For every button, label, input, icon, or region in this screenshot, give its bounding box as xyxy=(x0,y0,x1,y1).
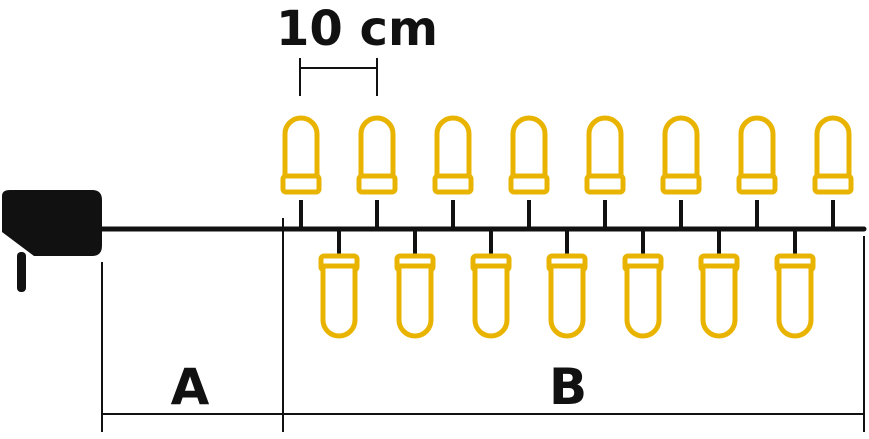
section-a-label: A xyxy=(171,358,210,416)
bulb-bottom-icon xyxy=(622,253,664,339)
bulb-top-icon xyxy=(812,115,854,195)
bulb-top-icon xyxy=(584,115,626,195)
bulb-top-icon xyxy=(356,115,398,195)
bulb-bottom-icon xyxy=(318,253,360,339)
section-dimensions: A B xyxy=(101,218,865,432)
bulb-top-icon xyxy=(508,115,550,195)
bulb-bottom-icon xyxy=(546,253,588,339)
power-adapter-icon xyxy=(2,190,102,292)
bulb-bottom-icon xyxy=(394,253,436,339)
bulbs-bottom-row xyxy=(318,229,816,339)
bulb-top-icon xyxy=(660,115,702,195)
bulb-bottom-icon xyxy=(698,253,740,339)
spacing-dimension: 10 cm xyxy=(276,1,438,96)
bulb-bottom-icon xyxy=(774,253,816,339)
section-b-label: B xyxy=(549,358,587,416)
bulb-top-icon xyxy=(432,115,474,195)
spacing-label: 10 cm xyxy=(276,1,438,57)
bulb-top-icon xyxy=(280,115,322,195)
bulb-top-icon xyxy=(736,115,778,195)
bulb-bottom-icon xyxy=(470,253,512,339)
bulbs-top-row xyxy=(280,115,854,229)
